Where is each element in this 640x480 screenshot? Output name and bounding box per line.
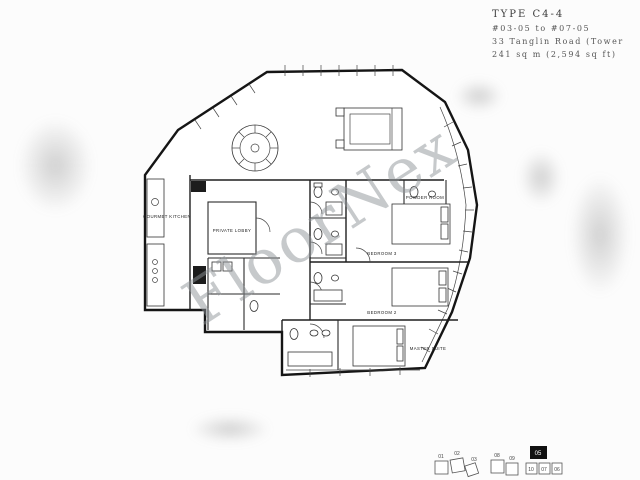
keyplan-unit-label: 01 (438, 454, 444, 460)
keyplan: 01 02 03 08 09 05 10 07 (434, 446, 563, 478)
plan-header: TYPE C4-4 #03-05 to #07-05 33 Tanglin Ro… (492, 8, 624, 61)
keyplan-unit-highlighted: 05 (530, 446, 547, 459)
address-label: 33 Tanglin Road (Tower (492, 37, 624, 46)
room-label-bedroom3: BEDROOM 3 (367, 251, 397, 256)
keyplan-unit-label: 02 (454, 451, 460, 457)
room-label-bedroom2: BEDROOM 2 (367, 310, 397, 315)
keyplan-unit: 01 (434, 454, 449, 475)
room-label-kitchen: GOURMET KITCHEN (143, 214, 191, 219)
keyplan-unit-label: 10 (528, 467, 534, 473)
facade-line (421, 106, 467, 363)
kitchen-fittings (146, 178, 259, 312)
interior-walls (189, 175, 468, 371)
dining-table (231, 124, 279, 172)
keyplan-unit: 10 (525, 462, 538, 475)
room-label-powder: POWDER ROOM (406, 195, 444, 200)
keyplan-unit (464, 462, 480, 478)
appliance-block (191, 181, 206, 192)
scan-artifact (570, 175, 630, 295)
keyplan-unit: 08 (490, 453, 505, 474)
keyplan-unit: 07 (538, 462, 551, 475)
bathroom-fixtures (287, 182, 436, 367)
facade-mullions (420, 121, 474, 353)
unit-type-label: TYPE C4-4 (492, 9, 565, 20)
keyplan-unit-label: 08 (494, 453, 500, 459)
beds (352, 203, 451, 367)
unit-range-label: #03-05 to #07-05 (492, 24, 591, 33)
keyplan-unit-label: 03 (471, 457, 477, 463)
room-label-lobby: PRIVATE LOBBY (213, 228, 251, 233)
room-label-master: MASTER SUITE (410, 346, 447, 351)
keyplan-unit-label: 07 (541, 467, 547, 473)
keyplan-unit (449, 457, 466, 474)
keyplan-unit: 06 (551, 462, 563, 475)
scan-artifact (520, 150, 562, 205)
keyplan-unit-label: 06 (554, 467, 560, 473)
living-furniture (335, 107, 403, 151)
window-ticks (194, 65, 401, 377)
floorplan-drawing: GOURMET KITCHEN PRIVATE LOBBY POWDER ROO… (143, 65, 479, 377)
area-label: 241 sq m (2,594 sq ft) (492, 50, 617, 59)
keyplan-unit: 09 (505, 456, 519, 476)
keyplan-unit-label: 09 (509, 456, 515, 462)
scan-artifact (190, 415, 270, 443)
appliance-block (193, 266, 206, 284)
keyplan-unit-label: 05 (535, 451, 542, 457)
